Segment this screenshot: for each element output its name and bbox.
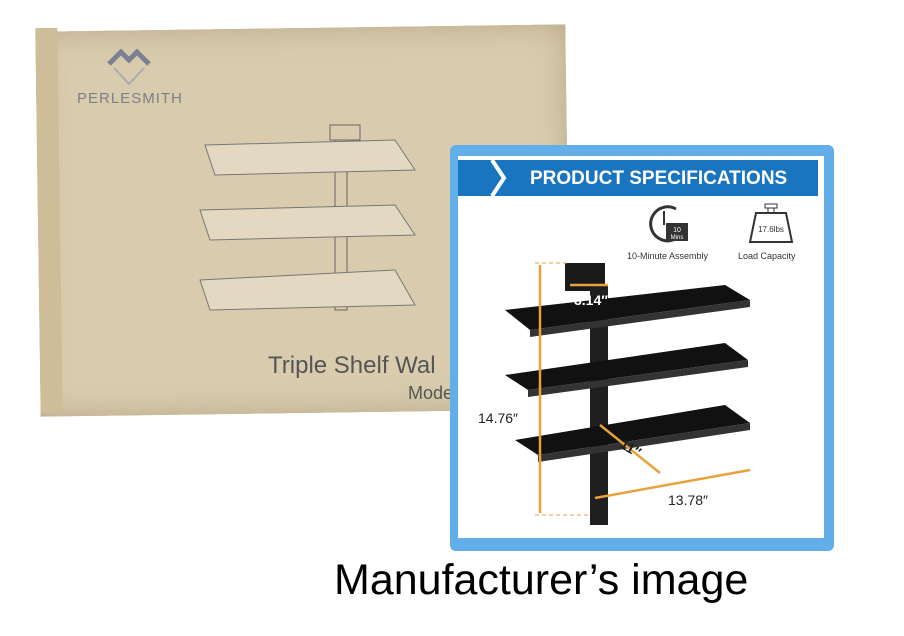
box-shelf-illustration <box>199 124 416 311</box>
spec-banner <box>458 160 818 196</box>
width-label: 13.78″ <box>668 492 708 508</box>
spec-banner-title: PRODUCT SPECIFICATIONS <box>530 168 788 189</box>
weight-icon: 17.6lbs <box>748 203 794 243</box>
assembly-label: 10-Minute Assembly <box>627 251 709 261</box>
clock-icon: 10 Mins <box>649 205 688 243</box>
box-title: Triple Shelf Wal <box>268 352 436 379</box>
spec-card <box>458 156 824 538</box>
bracket-width-label: 3.14″ <box>574 292 608 308</box>
brand-logo <box>107 48 151 86</box>
clock-badge: 10 <box>673 227 681 234</box>
svg-text:Mins: Mins <box>671 235 684 241</box>
load-capacity-label: Load Capacity <box>738 251 796 261</box>
shelf-product-image <box>505 262 751 525</box>
box-model: Mode <box>408 383 454 403</box>
height-label: 14.76″ <box>478 410 518 426</box>
weight-badge: 17.6lbs <box>758 225 784 234</box>
chevron-right-icon <box>490 160 507 196</box>
brand-name: PERLESMITH <box>77 90 183 107</box>
image-caption: Manufacturer’s image <box>334 556 749 604</box>
